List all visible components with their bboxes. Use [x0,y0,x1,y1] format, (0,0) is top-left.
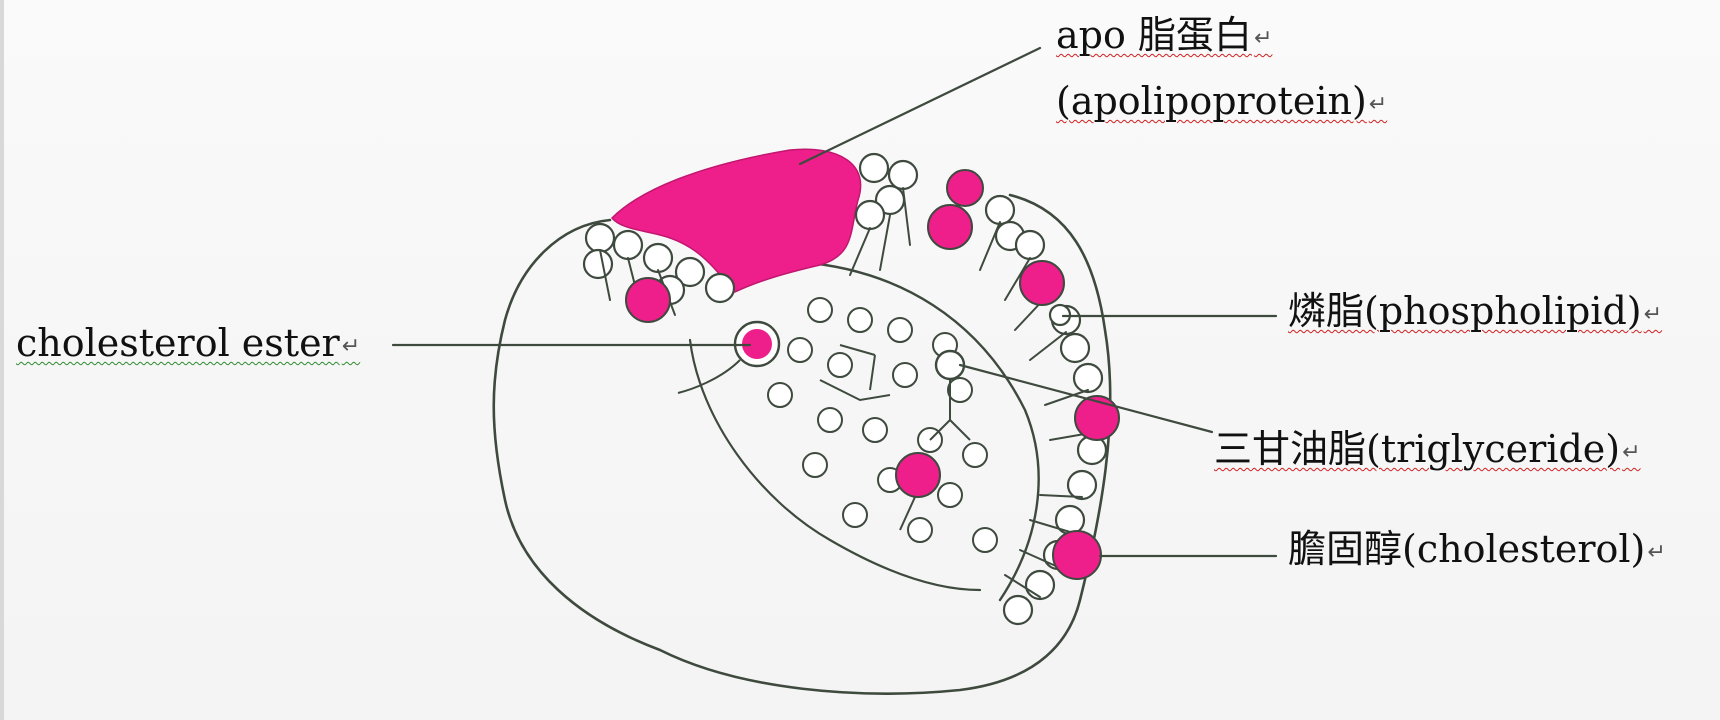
cholesterol-dot [928,205,972,249]
triglyceride-molecule [828,353,852,377]
triglyceride-molecule [768,383,792,407]
paragraph-mark-icon: ↵ [1254,26,1272,51]
cholesterol-dot [626,278,670,322]
cholesterol-dot [896,453,940,497]
phospholipid-head [889,161,917,189]
phospholipid-head [644,244,672,272]
phospholipid-head [1068,471,1096,499]
apolipoprotein-blob [612,149,861,292]
cholesterol-dot [947,170,983,206]
phospholipid-head [586,224,614,252]
triglyceride-label: 三甘油脂(triglyceride)↵ [1214,430,1641,468]
triglyceride-molecule [843,503,867,527]
cholesterol-dot [1075,396,1119,440]
triglyceride-molecule [808,298,832,322]
phospholipid-head [1061,334,1089,362]
triglyceride-molecule [863,418,887,442]
cholesterol-dot [1053,531,1101,579]
phospholipid-head [1074,364,1102,392]
phospholipid-head [860,154,888,182]
triglyceride-core [768,298,997,552]
phospholipid-head [614,231,642,259]
apolipoprotein-pointer [800,48,1040,164]
triglyceride-molecule [948,378,972,402]
phospholipid-head [706,274,734,302]
cholesterol-dot [1020,261,1064,305]
phospholipid-head [856,201,884,229]
apolipoprotein-label-cn: apo 脂蛋白↵ [1056,16,1272,54]
paragraph-mark-icon: ↵ [1622,440,1640,465]
triglyceride-molecule [788,338,812,362]
phospholipid-head [584,250,612,278]
paragraph-mark-icon: ↵ [1644,302,1662,327]
triglyceride-molecule [803,453,827,477]
triglyceride-molecule [963,443,987,467]
triglyceride-molecule [888,318,912,342]
triglyceride-molecule [818,408,842,432]
triglyceride-molecule [848,308,872,332]
phospholipid-head [986,196,1014,224]
cholesterol-label: 膽固醇(cholesterol)↵ [1288,530,1666,568]
cholesterol-ester-label: cholesterol ester↵ [16,324,360,362]
triglyceride-molecule [973,528,997,552]
triglyceride-molecule [908,518,932,542]
phospholipid-head [1004,596,1032,624]
phospholipid-label: 燐脂(phospholipid)↵ [1288,292,1662,330]
phospholipid-head [1016,231,1044,259]
paragraph-mark-icon: ↵ [342,334,360,359]
paragraph-mark-icon: ↵ [1647,540,1665,565]
triglyceride-molecule [938,483,962,507]
triglyceride-molecule [893,363,917,387]
pointer-lines [393,48,1276,556]
paragraph-mark-icon: ↵ [1369,92,1387,117]
apolipoprotein-label-en: (apolipoprotein)↵ [1056,82,1387,120]
phospholipid-head [1026,571,1054,599]
